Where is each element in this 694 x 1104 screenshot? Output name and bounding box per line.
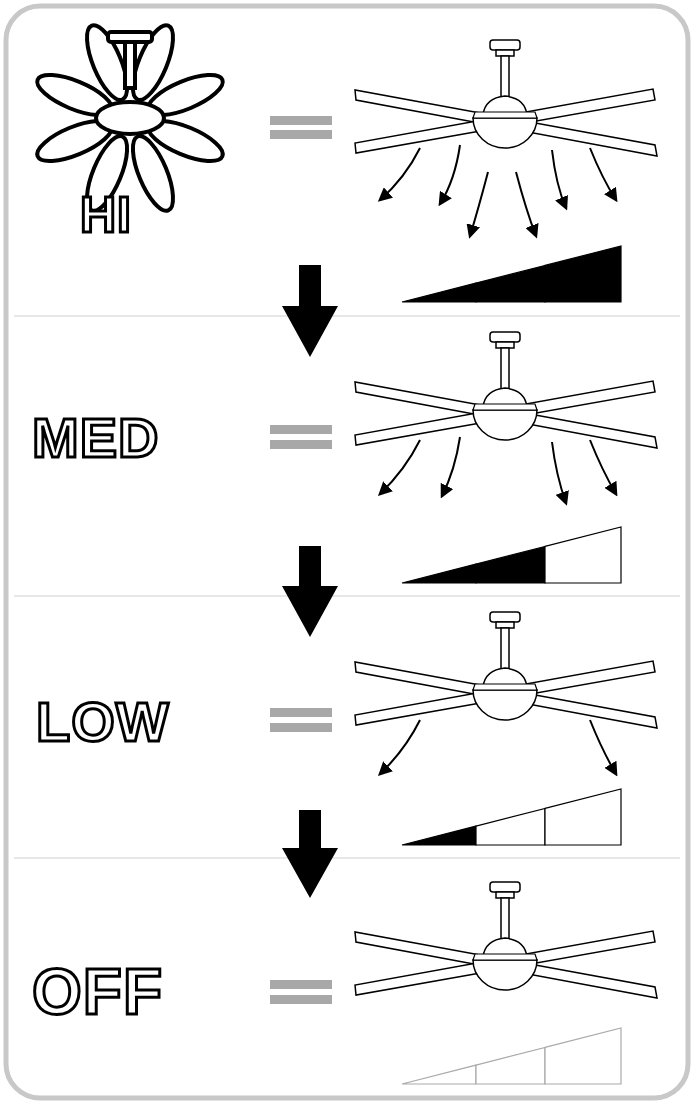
speed-segment bbox=[476, 808, 545, 845]
speed-segment bbox=[476, 546, 545, 583]
speed-segment bbox=[476, 1047, 545, 1084]
speed-segment bbox=[476, 265, 545, 302]
speed-segment bbox=[545, 246, 621, 302]
speed-label: OFF bbox=[32, 960, 163, 1024]
frame bbox=[6, 6, 688, 1098]
ceiling-fan bbox=[355, 612, 657, 728]
speed-segment bbox=[402, 826, 476, 845]
speed-label: HI bbox=[80, 190, 132, 240]
speed-segment bbox=[402, 283, 476, 302]
ceiling-fan bbox=[355, 332, 657, 448]
ceiling-fan bbox=[355, 40, 657, 156]
speed-segment bbox=[402, 564, 476, 583]
ceiling-fan bbox=[355, 882, 657, 998]
speed-segment bbox=[545, 527, 621, 583]
speed-label: LOW bbox=[36, 694, 170, 750]
speed-segment bbox=[545, 789, 621, 845]
speed-label: MED bbox=[32, 410, 159, 466]
airflow-arrows bbox=[380, 145, 616, 774]
fan-icon bbox=[32, 20, 227, 215]
speed-segment bbox=[545, 1028, 621, 1084]
speed-segment bbox=[402, 1065, 476, 1084]
separators bbox=[14, 316, 680, 858]
step-arrows bbox=[282, 265, 338, 898]
speed-bars bbox=[402, 246, 621, 1084]
